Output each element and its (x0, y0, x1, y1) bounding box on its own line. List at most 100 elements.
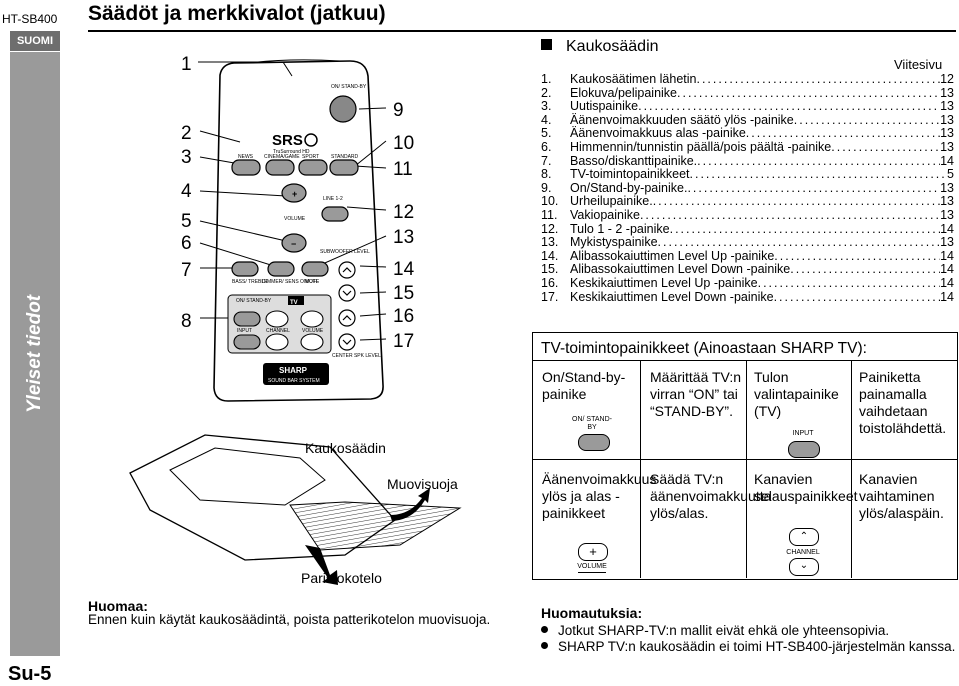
arrow-battery-icon (305, 545, 338, 585)
table-cell: On/Stand-by-painike (542, 369, 626, 402)
volume-down-button (281, 233, 307, 253)
volume-down-icon (578, 572, 606, 578)
sound-bar-label: SOUND BAR SYSTEM (268, 378, 320, 384)
lbl-channel: CHANNEL (266, 328, 290, 334)
icon-input-label: INPUT (792, 430, 814, 437)
list-item: 3.Uutispainike13 (541, 100, 954, 114)
channel-up-icon: ⌃ (789, 528, 819, 546)
callout-3: 3 (181, 147, 192, 168)
page-number: Su-5 (8, 663, 52, 685)
brand-badge (263, 363, 329, 385)
list-item: 7.Basso/diskanttipainike.14 (541, 154, 954, 169)
callout-4: 4 (181, 181, 192, 202)
language-badge: SUOMI (10, 31, 60, 51)
callout-14: 14 (393, 259, 415, 280)
page-title: Säädöt ja merkkivalot (jatkuu) (88, 2, 386, 25)
lbl-subwoofer: SUBWOOFER LEVEL (320, 249, 370, 255)
lbl-on-standby: ON/ STAND-BY (331, 84, 367, 90)
table-rule (533, 459, 957, 460)
table-cell: Painiketta painamalla vaihdetaan toistol… (859, 369, 947, 436)
icon-volume-label: VOLUME (577, 563, 607, 570)
callout-7: 7 (181, 260, 192, 281)
volume-up-button (281, 183, 307, 203)
cinema-game-button (265, 159, 295, 176)
list-item: 1.Kaukosäätimen lähetin12 (541, 72, 954, 87)
bass-treble-button (231, 261, 259, 277)
tv-volume-up-button (300, 310, 324, 328)
plastic-cover (289, 501, 462, 551)
callout-17: 17 (393, 331, 414, 352)
list-item: 10.Urheilupainike.13 (541, 195, 954, 209)
page-ref-header: Viitesivu (894, 57, 943, 72)
tv-functions-heading: TV-toimintopainikkeet (Ainoastaan SHARP … (541, 340, 867, 357)
table-cell: Säädä TV:n äänenvoimakkuutta ylös/alas. (650, 471, 772, 521)
table-rule (851, 360, 852, 578)
bullet-icon (541, 626, 548, 633)
lbl-cinema: CINEMA/GAME (264, 154, 300, 160)
sidebar-band (10, 52, 60, 656)
icon-on-standby-label: ON/ STAND-BY (572, 416, 612, 431)
list-item: 9.On/Stand-by-painike.13 (541, 181, 954, 196)
list-item: 5.Äänenvoimakkuus alas -painike13 (541, 127, 954, 141)
model-label: HT-SB400 (2, 12, 58, 26)
remote-heading-text: Kaukosäädin (566, 38, 659, 55)
table-rule (746, 360, 747, 578)
channel-down-button (265, 333, 289, 351)
table-cell: Kanavien selauspainikkeet (754, 471, 858, 504)
on-standby-button-icon (578, 434, 610, 451)
table-cell: Määrittää TV:n virran “ON” tai “STAND-BY… (650, 369, 742, 419)
section-label: Yleiset tiedot (24, 294, 45, 414)
callout-2: 2 (181, 123, 192, 144)
list-item: 2.Elokuva/pelipainike13 (541, 86, 954, 101)
tv-functions-box (532, 332, 958, 580)
battery-compartment (169, 447, 326, 506)
table-cell: Kanavien vaihtaminen ylös/alaspäin. (859, 471, 944, 521)
callout-5: 5 (181, 211, 192, 232)
srs-circle-icon (304, 133, 318, 147)
list-item: 17.Keskikaiuttimen Level Down -painike14 (541, 290, 954, 305)
list-item: 15.Alibassokaiuttimen Level Down -painik… (541, 263, 954, 277)
sport-button (298, 159, 328, 176)
note-item: Jotkut SHARP-TV:n mallit eivät ehkä ole … (541, 623, 959, 639)
tv-volume-down-button (300, 333, 324, 351)
remote-illustration: 1 2 3 4 5 6 7 8 9 10 11 12 13 14 15 16 1… (129, 54, 462, 585)
channel-up-button (265, 310, 289, 328)
subwoofer-down-button (338, 284, 356, 302)
callout-12: 12 (393, 202, 414, 223)
arrow-cover-icon (390, 488, 430, 521)
volume-up-icon: + (578, 543, 608, 561)
callout-15: 15 (393, 283, 414, 304)
list-item: 11.Vakiopainike13 (541, 208, 954, 223)
tv-input-button (233, 334, 261, 350)
title-rule (88, 30, 956, 32)
icon-channel-label: CHANNEL (786, 549, 820, 556)
callout-8: 8 (181, 311, 192, 332)
tv-functions-table: On/Stand-by-painike Määrittää TV:n virra… (533, 360, 957, 578)
callout-10: 10 (393, 133, 414, 154)
square-bullet-icon (541, 39, 552, 50)
channel-down-icon: ⌄ (789, 558, 819, 576)
lbl-bass: BASS/ TREBLE (232, 279, 268, 285)
caption-battery: Paristokotelo (301, 570, 382, 586)
lbl-dimmer: DIMMER/ SENS ON/OFF (262, 279, 319, 285)
callout-16: 16 (393, 306, 414, 327)
tv-badge (288, 296, 304, 305)
list-item: 6.Himmennin/tunnistin päällä/pois päältä… (541, 140, 954, 155)
lbl-input: INPUT (237, 328, 252, 334)
remote-heading: Kaukosäädin (541, 38, 659, 56)
table-rule (533, 360, 957, 361)
lbl-news: NEWS (238, 154, 254, 160)
lbl-volume: VOLUME (284, 216, 306, 222)
line-button (321, 206, 349, 222)
caption-cover: Muovisuoja (387, 476, 458, 492)
mute-button (301, 261, 329, 277)
warning-heading: Huomaa: (88, 598, 148, 614)
center-up-button (338, 309, 356, 327)
minus-icon: − (291, 239, 296, 249)
input-button-icon (788, 441, 820, 458)
center-down-button (338, 333, 356, 351)
lbl-mute: MUTE (305, 279, 320, 285)
subwoofer-up-button (338, 261, 356, 279)
list-item: 16.Keskikaiuttimen Level Up -painike14 (541, 276, 954, 291)
notes-heading: Huomautuksia: (541, 605, 643, 621)
